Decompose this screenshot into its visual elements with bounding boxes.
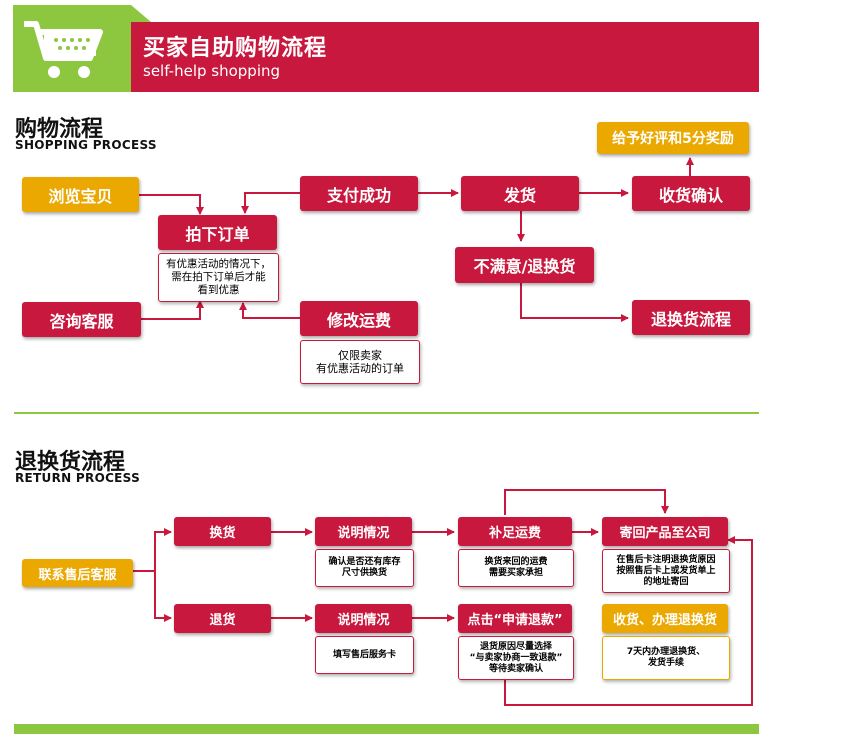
returns-section-subtitle: RETURN PROCESS xyxy=(15,471,141,485)
shopping-section-title: 购物流程 xyxy=(15,117,104,142)
explain-exchange-note: 确认是否还有库存 尺寸供换货 xyxy=(315,549,414,587)
note-line: 仅限卖家 xyxy=(338,349,382,362)
shopping-cart-icon xyxy=(24,21,103,78)
place-order-step: 拍下订单 xyxy=(158,215,277,250)
note-line: 等待卖家确认 xyxy=(488,663,543,674)
ship-goods-step: 发货 xyxy=(461,176,579,211)
contact-after-sales-step: 联系售后客服 xyxy=(22,559,133,587)
place-order-note: 有优惠活动的情况下， 需在拍下订单后才能 看到优惠 xyxy=(158,253,279,302)
apply-refund-step: 点击“申请退款” xyxy=(458,604,572,633)
note-line: 填写售后服务卡 xyxy=(332,649,396,660)
give-review-step: 给予好评和5分奖励 xyxy=(597,122,749,154)
browse-items-step: 浏览宝贝 xyxy=(22,177,139,212)
note-line: 在售后卡注明退换货原因 xyxy=(616,554,716,565)
send-back-product-note: 在售后卡注明退换货原因 按照售后卡上或发货单上 的地址寄回 xyxy=(602,549,730,593)
explain-refund-note: 填写售后服务卡 xyxy=(315,636,414,674)
send-back-product-step: 寄回产品至公司 xyxy=(602,517,728,546)
return-process-step: 退换货流程 xyxy=(632,300,750,335)
explain-exchange-step: 说明情况 xyxy=(315,517,412,546)
apply-refund-note: 退货原因尽量选择 “与卖家协商一致退款” 等待卖家确认 xyxy=(458,636,574,680)
exchange-step: 换货 xyxy=(174,517,271,546)
replenish-shipping-step: 补足运费 xyxy=(458,517,572,546)
note-line: 有优惠活动的情况下， xyxy=(166,258,271,270)
note-line: 尺寸供换货 xyxy=(341,568,387,578)
note-line: “与卖家协商一致退款” xyxy=(469,652,563,663)
banner-subtitle: self-help shopping xyxy=(143,62,281,80)
note-line: 退货原因尽量选择 xyxy=(479,641,552,652)
note-line: 按照售后卡上或发货单上 xyxy=(616,565,716,576)
note-line: 有优惠活动的订单 xyxy=(316,362,404,375)
replenish-shipping-note: 换货来回的运费 需要买家承担 xyxy=(458,549,574,587)
note-line: 需在拍下订单后才能 xyxy=(171,271,266,283)
modify-shipping-step: 修改运费 xyxy=(300,301,418,336)
handle-return-note: 7天内办理退换货、 发货手续 xyxy=(602,636,730,680)
refund-step: 退货 xyxy=(174,604,271,633)
explain-refund-step: 说明情况 xyxy=(315,604,412,633)
note-line: 需要买家承担 xyxy=(488,568,543,578)
note-line: 确认是否还有库存 xyxy=(328,557,401,567)
note-line: 的地址寄回 xyxy=(643,576,689,587)
banner-notch xyxy=(131,5,151,22)
footer-bar xyxy=(14,724,759,734)
unsatisfied-return-step: 不满意/退换货 xyxy=(455,247,594,283)
payment-success-step: 支付成功 xyxy=(300,176,418,211)
note-line: 换货来回的运费 xyxy=(484,557,548,567)
confirm-receipt-step: 收货确认 xyxy=(632,176,750,211)
consult-service-step: 咨询客服 xyxy=(22,302,141,337)
returns-section-title: 退换货流程 xyxy=(15,450,126,475)
banner-title: 买家自助购物流程 xyxy=(143,36,328,61)
handle-return-step: 收货、办理退换货 xyxy=(602,604,728,633)
banner-background xyxy=(118,22,759,92)
note-line: 7天内办理退换货、 xyxy=(626,647,706,657)
note-line: 看到优惠 xyxy=(197,284,240,296)
note-line: 发货手续 xyxy=(647,658,684,668)
section-divider xyxy=(14,412,759,414)
shopping-section-subtitle: SHOPPING PROCESS xyxy=(15,138,157,152)
modify-shipping-note: 仅限卖家 有优惠活动的订单 xyxy=(300,340,420,384)
